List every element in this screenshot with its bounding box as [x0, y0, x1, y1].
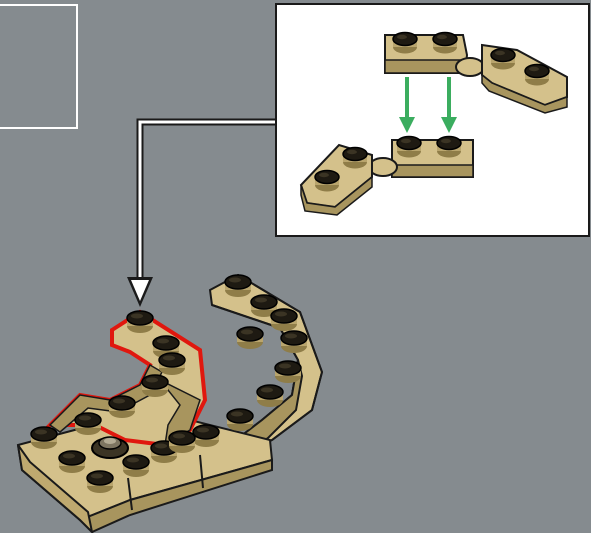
callout-connector-line — [136, 118, 276, 282]
callout-assembly-diagram — [299, 31, 568, 216]
callout-lower-piece — [299, 135, 474, 216]
callout-panel — [275, 3, 590, 237]
previous-step-panel — [0, 4, 78, 129]
callout-upper-piece — [384, 31, 568, 114]
down-arrow-icon — [127, 277, 153, 307]
lego-model-base — [16, 273, 324, 533]
green-down-arrow-icon — [399, 77, 457, 133]
round-connector-piece — [91, 436, 129, 459]
